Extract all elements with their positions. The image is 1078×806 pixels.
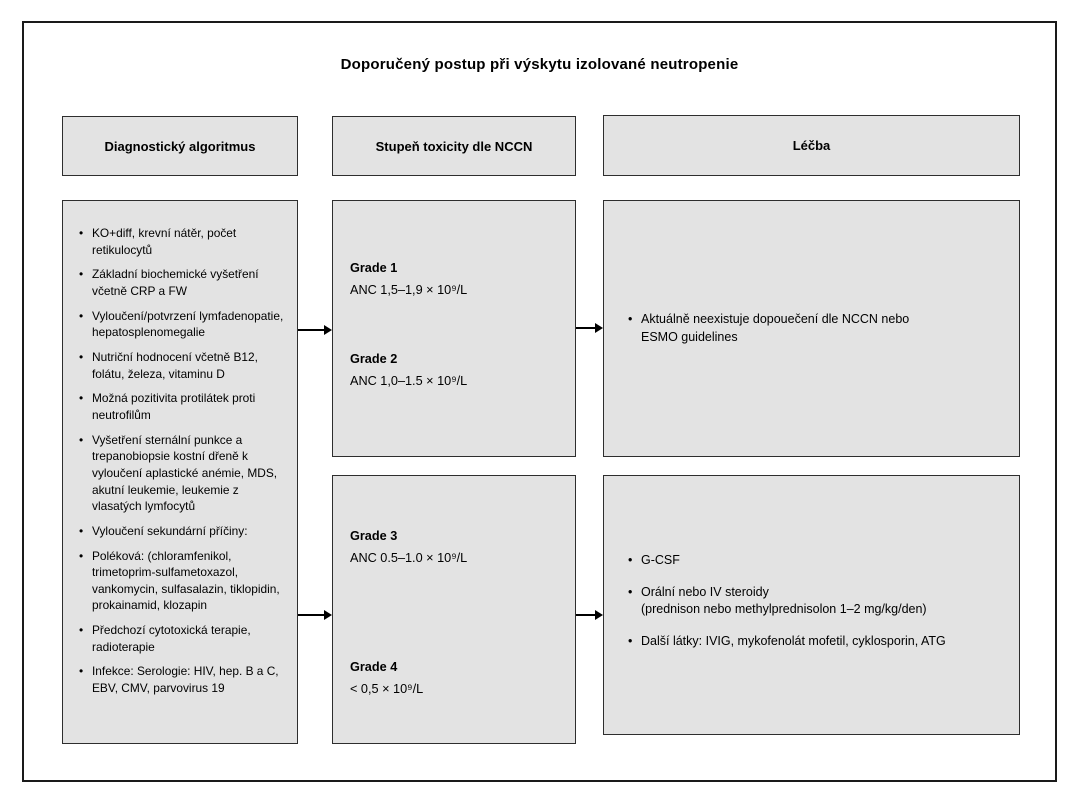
arrow-diag-to-grade12-icon: [298, 325, 332, 334]
header-treatment-label: Léčba: [792, 138, 831, 153]
page-title: Doporučený postup při výskytu izolované …: [340, 56, 739, 73]
diagnostic-item: KO+diff, krevní nátěr, počet retikulocyt…: [79, 225, 287, 258]
diagnostic-item: Vyšetření sternální punkce a trepanobiop…: [79, 432, 287, 515]
grade-2-label: Grade 2: [350, 352, 398, 366]
treatment-item: Aktuálně neexistuje dopouečení dle NCCN …: [628, 311, 1003, 346]
header-toxicity-grade-nccn: Stupeň toxicity dle NCCN: [332, 116, 576, 176]
treatment-item-line: Další látky: IVIG, mykofenolát mofetil, …: [641, 633, 946, 648]
arrow-grade34-to-treatment-icon: [576, 610, 603, 619]
treatment-grade12-list: Aktuálně neexistuje dopouečení dle NCCN …: [628, 311, 1003, 346]
treatment-item-line: Aktuálně neexistuje dopouečení dle NCCN …: [641, 312, 910, 326]
diagnostic-item: Infekce: Serologie: HIV, hep. B a C, EBV…: [79, 663, 287, 696]
header-diagnostic-algorithm-label: Diagnostický algoritmus: [104, 138, 256, 154]
header-diagnostic-algorithm: Diagnostický algoritmus: [62, 116, 298, 176]
grade-4-group: Grade 4 < 0,5 × 10⁹/L: [350, 660, 565, 696]
toxicity-grade34-box: Grade 3 ANC 0.5–1.0 × 10⁹/L Grade 4 < 0,…: [332, 475, 576, 744]
outer-frame: Doporučený postup při výskytu izolované …: [22, 21, 1057, 782]
grade-2-anc-range: ANC 1,0–1.5 × 10⁹/L: [350, 374, 468, 388]
grade-3-label: Grade 3: [350, 529, 398, 543]
grade-3-group: Grade 3 ANC 0.5–1.0 × 10⁹/L: [350, 529, 565, 565]
header-toxicity-grade-nccn-label: Stupeň toxicity dle NCCN: [375, 138, 533, 154]
diagnostic-item: Možná pozitivita protilátek proti neutro…: [79, 390, 287, 423]
treatment-grade34-box: G-CSF Orální nebo IV steroidy (prednison…: [603, 475, 1020, 735]
grade-1-anc-range: ANC 1,5–1,9 × 10⁹/L: [350, 283, 468, 297]
toxicity-grade12-box: Grade 1 ANC 1,5–1,9 × 10⁹/L Grade 2 ANC …: [332, 200, 576, 457]
arrow-grade12-to-treatment-icon: [576, 323, 603, 332]
treatment-item-line: G-CSF: [641, 553, 680, 567]
diagnostic-algorithm-box: KO+diff, krevní nátěr, počet retikulocyt…: [62, 200, 298, 744]
header-treatment: Léčba: [603, 115, 1020, 176]
treatment-grade12-box: Aktuálně neexistuje dopouečení dle NCCN …: [603, 200, 1020, 457]
grade-4-label: Grade 4: [350, 660, 398, 674]
treatment-grade34-list: G-CSF Orální nebo IV steroidy (prednison…: [628, 552, 1003, 650]
grade-1-group: Grade 1 ANC 1,5–1,9 × 10⁹/L: [350, 261, 565, 297]
diagnostic-item: Nutriční hodnocení včetně B12, folátu, ž…: [79, 349, 287, 382]
diagnostic-item: Vyloučení/potvrzení lymfadenopatie, hepa…: [79, 308, 287, 341]
treatment-item-line: ESMO guidelines: [641, 329, 738, 344]
diagnostic-item: Vyloučení sekundární příčiny:: [79, 523, 287, 540]
grade-2-group: Grade 2 ANC 1,0–1.5 × 10⁹/L: [350, 352, 565, 388]
grade-3-anc-range: ANC 0.5–1.0 × 10⁹/L: [350, 551, 468, 565]
diagnostic-item-list: KO+diff, krevní nátěr, počet retikulocyt…: [79, 225, 287, 697]
diagnostic-item: Předchozí cytotoxická terapie, radiotera…: [79, 622, 287, 655]
arrow-diag-to-grade34-icon: [298, 610, 332, 619]
treatment-item-line: (prednison nebo methylprednisolon 1–2 mg…: [641, 602, 927, 616]
grade-1-label: Grade 1: [350, 261, 398, 275]
diagnostic-item: Poléková: (chloramfenikol, trimetoprim-s…: [79, 548, 287, 615]
treatment-item: Další látky: IVIG, mykofenolát mofetil, …: [628, 633, 1003, 651]
treatment-item-line: Orální nebo IV steroidy: [641, 584, 769, 599]
treatment-item: G-CSF: [628, 552, 1003, 570]
diagnostic-item: Základní biochemické vyšetření včetně CR…: [79, 266, 287, 299]
grade-4-anc-range: < 0,5 × 10⁹/L: [350, 682, 424, 696]
treatment-item: Orální nebo IV steroidy (prednison nebo …: [628, 584, 1003, 619]
